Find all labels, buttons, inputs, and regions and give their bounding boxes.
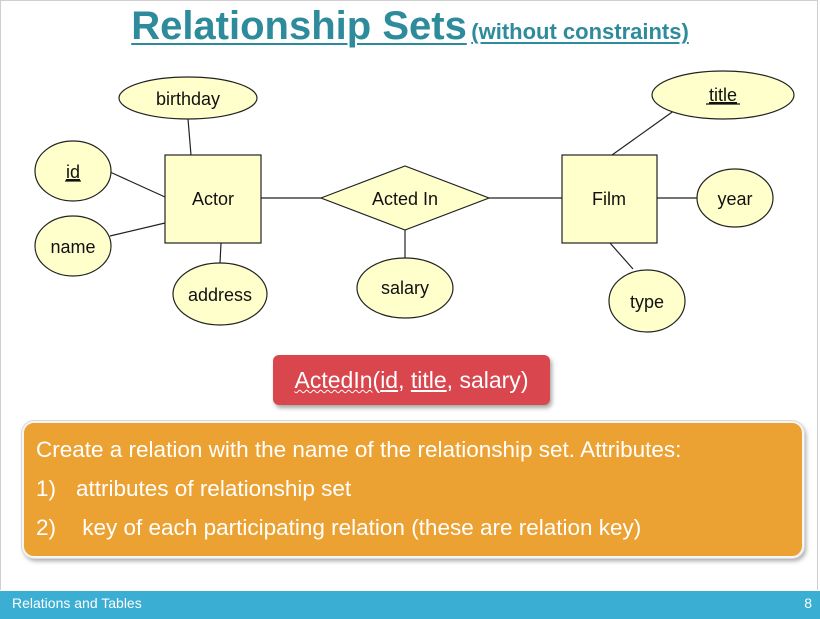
schema-close-paren: ) bbox=[520, 367, 529, 393]
rules-item-number: 1) bbox=[36, 476, 57, 501]
entity-film bbox=[561, 154, 658, 244]
line-film-title bbox=[611, 109, 676, 156]
attribute-title-label: title bbox=[709, 85, 737, 105]
rules-box: Create a relation with the name of the r… bbox=[22, 421, 804, 558]
attribute-address-label: address bbox=[188, 285, 252, 305]
attribute-name bbox=[34, 215, 112, 277]
rules-item: 1) attributes of relationship set bbox=[36, 476, 802, 515]
schema-attribute-salary: salary bbox=[459, 367, 521, 393]
slide-title: Relationship Sets (without constraints) bbox=[0, 4, 820, 49]
line-id-actor bbox=[109, 171, 166, 198]
schema-relation-name: ActedIn bbox=[294, 367, 373, 393]
footer-label: Relations and Tables bbox=[12, 595, 142, 611]
schema-key-id: id bbox=[380, 367, 399, 393]
rules-item-text: attributes of relationship set bbox=[76, 476, 352, 501]
er-diagram: Actor Film Acted In birthday id name add… bbox=[34, 70, 795, 333]
attribute-salary-label: salary bbox=[381, 278, 429, 298]
line-film-type bbox=[609, 242, 634, 270]
schema-open-paren: ( bbox=[372, 367, 381, 393]
attribute-title bbox=[651, 70, 795, 120]
page-number: 8 bbox=[804, 595, 812, 611]
attribute-salary bbox=[356, 257, 454, 319]
attribute-id bbox=[34, 140, 112, 202]
footer-bar: Relations and Tables 8 bbox=[0, 591, 820, 619]
schema-key-title: title bbox=[410, 367, 447, 393]
attribute-birthday-label: birthday bbox=[156, 89, 220, 109]
entity-actor bbox=[164, 154, 262, 244]
attribute-type-label: type bbox=[630, 292, 664, 312]
line-birthday-actor bbox=[187, 118, 192, 156]
attribute-address bbox=[172, 262, 268, 326]
attribute-year-label: year bbox=[717, 189, 752, 209]
attribute-id-label: id bbox=[66, 162, 80, 182]
attribute-birthday bbox=[118, 76, 258, 120]
title-main: Relationship Sets bbox=[131, 4, 467, 48]
slide-border bbox=[0, 0, 818, 590]
line-address-actor bbox=[219, 242, 222, 264]
schema-separator-1: , bbox=[398, 367, 411, 393]
relation-schema-box: ActedIn(id, title, salary) bbox=[273, 355, 550, 405]
attribute-year bbox=[696, 168, 774, 228]
rules-item: 2) key of each participating relation (t… bbox=[36, 515, 802, 554]
line-name-actor bbox=[109, 222, 166, 237]
rules-item-number: 2) bbox=[36, 515, 57, 540]
entity-actor-label: Actor bbox=[192, 189, 234, 209]
rules-item-text: key of each participating relation (thes… bbox=[76, 515, 642, 540]
title-subtitle: (without constraints) bbox=[471, 19, 689, 44]
rules-intro: Create a relation with the name of the r… bbox=[36, 437, 682, 462]
relationship-acted-in bbox=[319, 165, 491, 231]
relationship-acted-in-label: Acted In bbox=[372, 189, 438, 209]
attribute-name-label: name bbox=[50, 237, 95, 257]
entity-film-label: Film bbox=[592, 189, 626, 209]
connectors bbox=[109, 109, 698, 270]
attribute-type bbox=[608, 269, 686, 333]
schema-separator-2: , bbox=[446, 367, 460, 393]
